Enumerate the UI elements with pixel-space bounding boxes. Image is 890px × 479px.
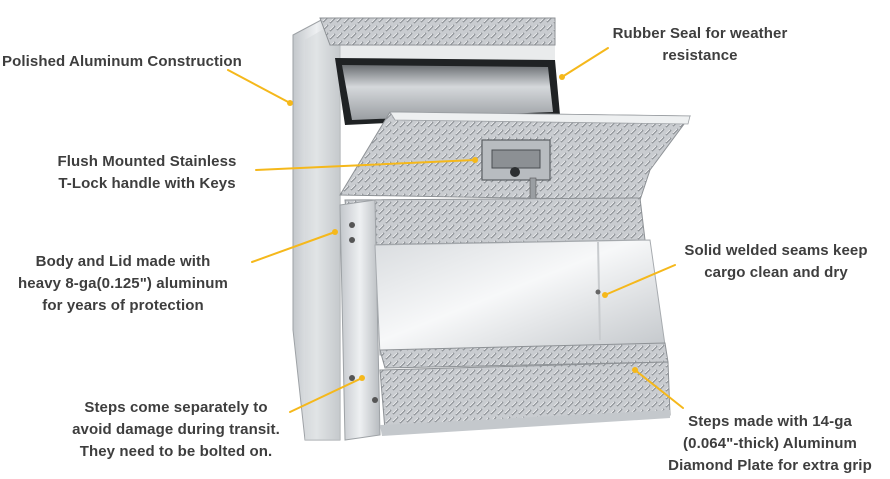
- label-line: cargo clean and dry: [704, 264, 848, 281]
- label-line: Polished Aluminum Construction: [2, 53, 242, 70]
- label-line: Rubber Seal for weather: [612, 25, 788, 42]
- label-line: (0.064"-thick) Aluminum: [683, 435, 857, 452]
- label-line: Steps come separately to: [84, 399, 268, 416]
- label-steps-separate: Steps come separately to avoid damage du…: [58, 397, 294, 463]
- label-line: avoid damage during transit.: [72, 421, 280, 438]
- callout-line-steps-separate: [289, 377, 363, 413]
- label-polished-aluminum: Polished Aluminum Construction: [2, 51, 242, 73]
- label-line: Solid welded seams keep: [684, 242, 868, 259]
- callout-line-polished: [227, 69, 291, 104]
- callout-line-flush: [255, 159, 476, 171]
- label-line: They need to be bolted on.: [79, 443, 273, 460]
- top-lid: [319, 17, 556, 46]
- label-line: Flush Mounted Stainless: [57, 153, 237, 170]
- bottom-rail: [380, 410, 670, 436]
- label-line: Diamond Plate for extra grip: [668, 457, 872, 474]
- middle-lid-edge: [389, 111, 691, 125]
- label-line: heavy 8-ga(0.125") aluminum: [18, 275, 228, 292]
- label-line: resistance: [662, 47, 738, 64]
- callout-line-seams: [604, 264, 676, 296]
- label-line: Steps made with 14-ga: [688, 413, 852, 430]
- callout-line-body: [251, 231, 336, 263]
- inner-compartment: [342, 65, 553, 120]
- label-flush-mounted: Flush Mounted Stainless T-Lock handle wi…: [32, 151, 262, 195]
- callout-line-rubber: [561, 47, 609, 78]
- label-body-and-lid: Body and Lid made with heavy 8-ga(0.125"…: [0, 251, 246, 317]
- label-steps-made: Steps made with 14-ga (0.064"-thick) Alu…: [652, 411, 888, 477]
- label-line: T-Lock handle with Keys: [58, 175, 236, 192]
- label-line: Body and Lid made with: [35, 253, 211, 270]
- label-line: for years of protection: [42, 297, 204, 314]
- label-rubber-seal: Rubber Seal for weather resistance: [595, 23, 805, 67]
- callout-line-steps-made: [634, 369, 684, 409]
- label-welded-seams: Solid welded seams keep cargo clean and …: [665, 240, 887, 284]
